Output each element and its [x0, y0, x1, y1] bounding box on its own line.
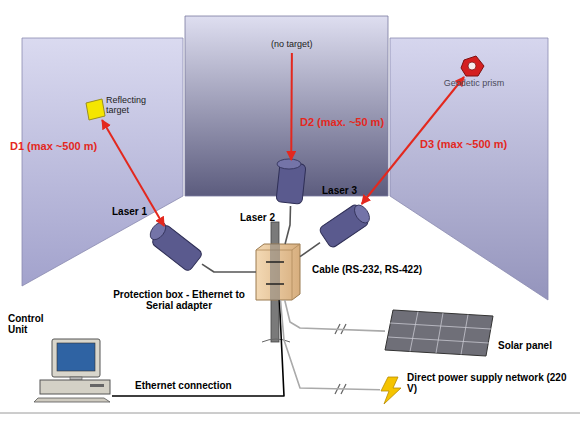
control-unit-node: Control Unit	[38, 338, 112, 402]
right-wall	[390, 38, 548, 300]
distance-arrow	[290, 53, 293, 160]
power-supply-node: Direct power supply network (220 V)	[380, 376, 402, 404]
power-line	[285, 300, 385, 331]
edge-label: D1 (max ~500 m)	[10, 140, 97, 153]
serial-cable	[202, 264, 256, 272]
node-label: Laser 3	[322, 185, 357, 196]
back-wall	[185, 16, 388, 196]
edge-label: Ethernet connection	[135, 380, 232, 392]
node-label: Laser 1	[112, 206, 147, 217]
laser-node: Laser 3	[320, 204, 368, 248]
node-label: (no target)	[271, 40, 313, 50]
computer-icon	[34, 339, 110, 402]
lightning-symbol	[381, 377, 401, 404]
solar-panel-node: Solar panel	[385, 310, 493, 356]
solar-panel	[385, 310, 493, 356]
reflecting-target	[86, 99, 105, 120]
bottom-rule	[0, 413, 580, 414]
line-break-mark	[335, 324, 346, 394]
no-target-node: (no target)	[267, 39, 317, 53]
node-label: Control Unit	[8, 313, 50, 335]
laser-device	[147, 219, 203, 272]
laser-device	[318, 202, 372, 248]
node-label: Geodetic prism	[439, 79, 509, 89]
prism-node: Geodetic prism	[461, 56, 484, 77]
serial-cable	[300, 243, 320, 257]
laser-device	[276, 159, 306, 204]
serial-cable	[285, 206, 290, 244]
ethernet-cable	[112, 300, 284, 396]
laser-node: Laser 2	[274, 160, 308, 206]
protection-box-node: Protection box - Ethernet to Serial adap…	[256, 244, 300, 300]
edge-label: Cable (RS-232, RS-422)	[312, 264, 422, 276]
mounting-pole	[271, 222, 279, 342]
power-line	[281, 300, 381, 390]
ground-mark	[262, 339, 290, 342]
node-label: Laser 2	[240, 212, 275, 223]
node-label: Reflecting target	[106, 96, 156, 116]
edge-label: D3 (max ~500 m)	[420, 138, 507, 151]
node-label: Solar panel	[498, 340, 552, 351]
protection-box	[256, 244, 300, 300]
distance-arrow	[102, 120, 164, 226]
edge-label: D2 (max. ~50 m)	[300, 116, 384, 129]
laser-node: Laser 1	[152, 226, 202, 270]
node-label: Direct power supply network (220 V)	[407, 372, 567, 394]
geodetic-prism	[461, 56, 484, 76]
node-label: Protection box - Ethernet to Serial adap…	[106, 289, 252, 311]
target-node: Reflecting target	[86, 99, 106, 120]
